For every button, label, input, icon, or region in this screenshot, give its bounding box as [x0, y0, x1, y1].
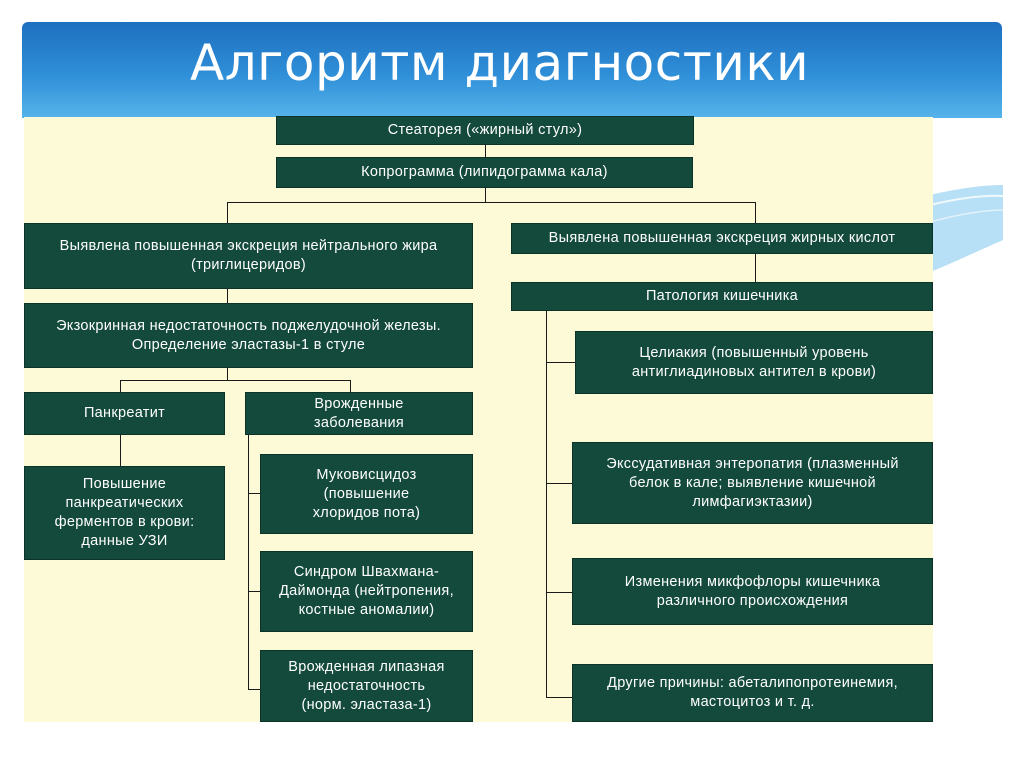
connector: [546, 697, 572, 698]
connector: [485, 188, 486, 202]
connector: [546, 311, 547, 698]
connector: [755, 202, 756, 223]
connector: [227, 289, 228, 303]
box-cystic-fibrosis: Муковисцидоз (повышение хлоридов пота): [260, 454, 473, 534]
box-pancreatitis: Панкреатит: [24, 392, 225, 435]
slide-header: [22, 22, 1002, 118]
connector: [248, 493, 260, 494]
connector: [248, 591, 260, 592]
box-fatty-acids: Выявлена повышенная экскреция жирных кис…: [511, 223, 933, 254]
connector: [546, 362, 575, 363]
connector: [227, 202, 756, 203]
connector: [120, 435, 121, 466]
box-coprogram: Копрограмма (липидограмма кала): [276, 157, 693, 188]
box-enzymes: Повышение панкреатических ферментов в кр…: [24, 466, 225, 560]
connector: [227, 202, 228, 223]
box-neutral-fat: Выявлена повышенная экскреция нейтрально…: [24, 223, 473, 289]
box-exudative: Экссудативная энтеропатия (плазменный бе…: [572, 442, 933, 524]
connector: [350, 380, 351, 392]
box-shwachman: Синдром Швахмана- Даймонда (нейтропения,…: [260, 551, 473, 632]
box-lipase: Врожденная липазная недостаточность (нор…: [260, 650, 473, 722]
box-intestinal: Патология кишечника: [511, 282, 933, 311]
box-steatorrhea: Стеаторея («жирный стул»): [276, 116, 694, 145]
connector: [546, 483, 572, 484]
connector: [248, 689, 260, 690]
box-celiac: Целиакия (повышенный уровень антиглиадин…: [575, 331, 933, 394]
connector: [120, 380, 121, 392]
box-exocrine: Экзокринная недостаточность поджелудочно…: [24, 303, 473, 368]
box-microflora: Изменения микфофлоры кишечника различног…: [572, 558, 933, 625]
connector: [227, 368, 228, 380]
slide-title: Алгоритм диагностики: [190, 34, 810, 92]
connector: [248, 435, 249, 690]
connector: [120, 380, 350, 381]
box-other: Другие причины: абеталипопротеинемия, ма…: [572, 664, 933, 722]
connector: [755, 254, 756, 282]
connector: [546, 592, 572, 593]
box-congenital: Врожденные заболевания: [245, 392, 473, 435]
connector: [485, 145, 486, 157]
